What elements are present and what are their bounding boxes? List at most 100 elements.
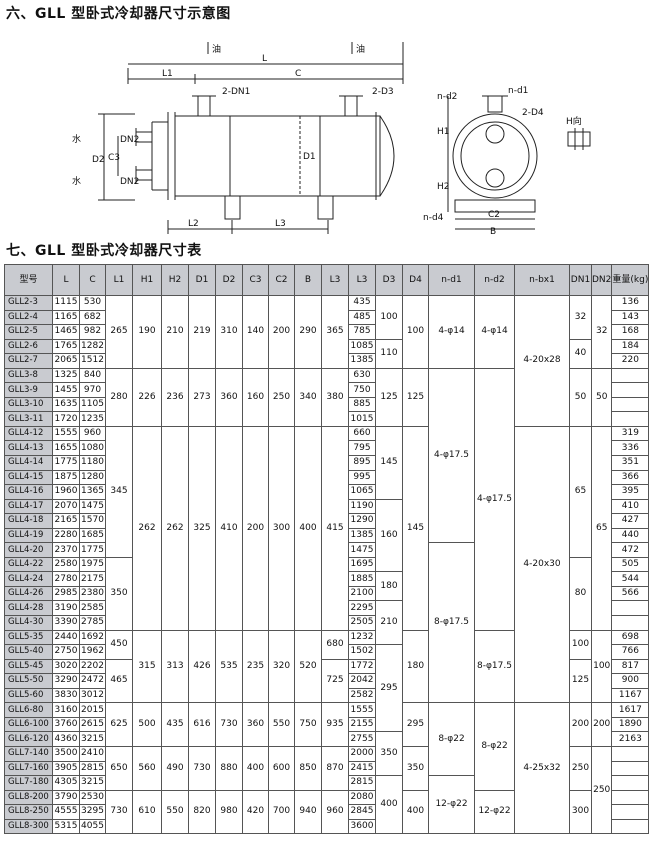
table-cell: 870 [321,745,349,791]
table-cell: GLL5-60 [4,687,53,704]
table-cell: 110 [375,338,403,369]
table-cell: 220 [611,353,650,369]
table-cell: 320 [268,629,295,704]
table-cell: 660 [348,425,376,442]
table-cell: 1455 [52,382,80,398]
table-cell: 300 [268,425,295,631]
table-cell: GLL4-19 [4,527,53,544]
table-cell: 366 [611,469,650,486]
table-cell: 750 [294,702,322,747]
table-cell: 935 [321,702,349,747]
table-cell: 1890 [611,716,650,733]
table-cell: GLL4-24 [4,571,53,587]
table-cell: 2070 [52,498,80,515]
table-cell: 785 [348,324,376,340]
table-cell: 2295 [348,600,376,617]
table-cell: GLL8-250 [4,804,53,820]
table-cell: 410 [611,498,650,515]
label-DN2-top: DN2 [120,135,139,145]
table-cell: 2755 [348,731,376,747]
col-header: H2 [161,264,189,296]
col-header: C2 [268,264,295,296]
table-cell: 1385 [348,527,376,544]
label-D1: D1 [303,152,316,162]
table-cell: 1685 [79,527,106,544]
table-cell: 410 [215,425,243,631]
table-cell: 1105 [79,396,106,413]
label-oil-in: 油 [212,43,221,55]
table-cell: 350 [402,745,429,791]
table-cell: 100 [569,629,592,660]
table-cell: 2440 [52,629,80,646]
table-cell: GLL7-140 [4,745,53,762]
table-cell: 1635 [52,396,80,413]
table-cell: 345 [105,425,133,558]
col-header: L1 [105,264,133,296]
table-cell: 1080 [79,440,106,457]
table-cell: 820 [188,789,216,835]
table-cell: 184 [611,338,650,355]
table-cell: 290 [294,295,322,369]
table-cell: 650 [105,745,133,791]
table-cell: 3905 [52,760,80,777]
table-cell: 4-20x30 [514,425,570,704]
table-cell: 80 [569,556,592,631]
label-C2: C2 [488,210,500,220]
table-cell: 145 [402,425,429,631]
table-cell: 450 [105,629,133,660]
table-cell [611,818,650,835]
table-cell: 1975 [79,556,106,573]
table-cell: 340 [294,367,322,427]
table-cell: 1617 [611,702,650,718]
table-cell: 2505 [348,615,376,631]
table-cell: 1875 [52,469,80,486]
table-cell: 880 [215,745,243,791]
table-cell: GLL4-16 [4,484,53,500]
table-cell: 168 [611,324,650,340]
table-cell: 3760 [52,716,80,733]
table-cell: 500 [132,702,162,747]
table-cell: 550 [268,702,295,747]
table-cell: 995 [348,469,376,486]
label-H1: H1 [437,127,450,137]
col-header: C [79,264,106,296]
table-cell: 1115 [52,295,80,311]
table-cell: 3215 [79,775,106,791]
label-DN1: 2-DN1 [222,87,250,97]
table-cell: 1232 [348,629,376,646]
table-cell: 2015 [79,702,106,718]
table-cell: 235 [242,629,269,704]
table-cell: 295 [402,702,429,747]
table-cell: 1502 [348,644,376,660]
table-cell: 730 [215,702,243,747]
table-cell: 1280 [79,469,106,486]
table-cell: 630 [348,367,376,384]
table-cell: 725 [321,658,349,704]
table-cell: 485 [348,309,376,326]
label-water-out: 水 [72,175,81,187]
table-cell: 360 [242,702,269,747]
table-cell: 700 [268,789,295,835]
table-cell: 426 [188,629,216,704]
table-cell: 1772 [348,658,376,675]
table-cell: 982 [79,324,106,340]
table-cell: GLL4-13 [4,440,53,457]
table-cell: 12-φ22 [474,789,515,835]
table-cell: 365 [321,295,349,369]
saddle-left [224,196,241,220]
table-cell: 3012 [79,687,106,704]
table-cell: GLL3-10 [4,396,53,413]
col-header: C3 [242,264,269,296]
table-cell: 970 [79,382,106,398]
table-cell: 900 [611,673,650,689]
